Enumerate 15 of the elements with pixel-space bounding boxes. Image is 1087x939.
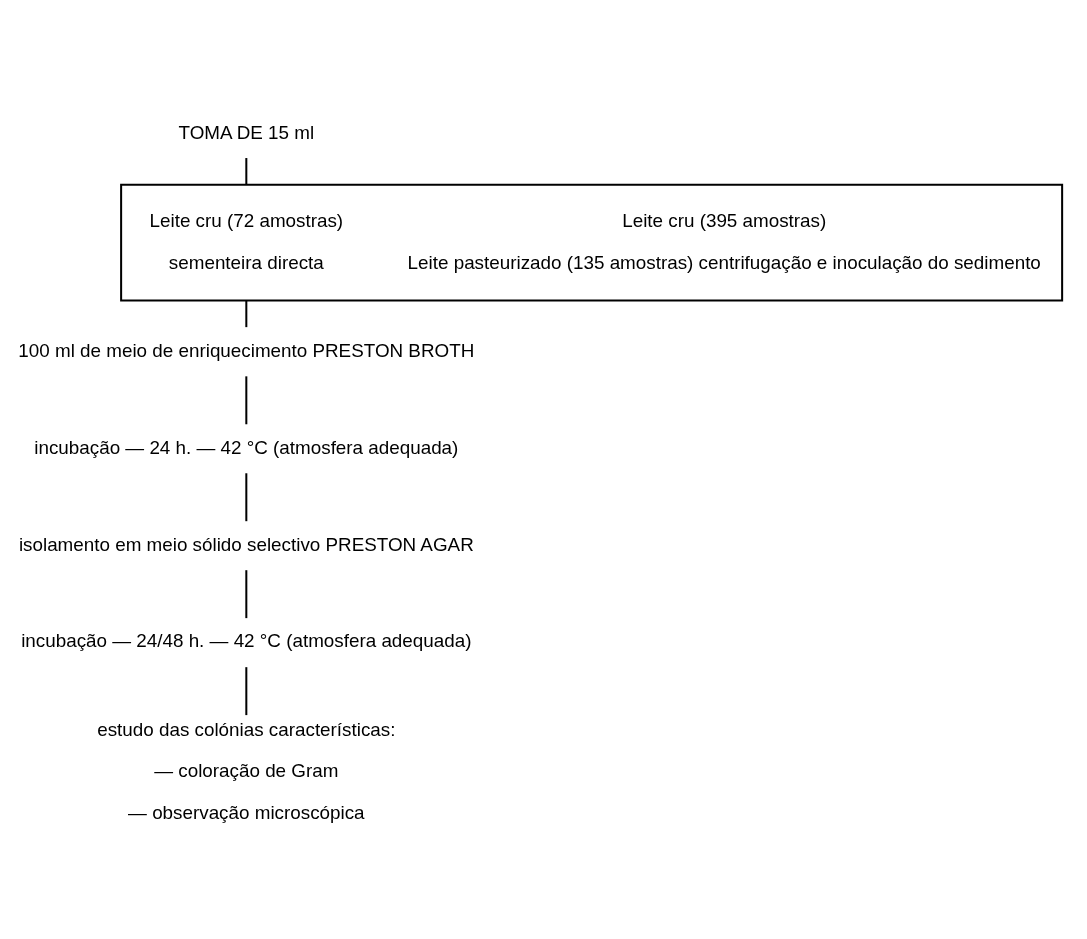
- connector: [245, 300, 248, 328]
- node-text: 100 ml de meio de enriquecimento PRESTON BROTH: [18, 339, 475, 361]
- cluster: [120, 183, 1064, 302]
- connector: [245, 376, 248, 425]
- connector: [245, 473, 248, 522]
- node-text: Leite cru (395 amostras) Leite pasteurizado (135 amostras) centrifugação e inoculação do sedimento: [407, 209, 1041, 273]
- node-text: TOMA DE 15 ml: [178, 121, 315, 143]
- connector: [245, 158, 248, 185]
- connector: [245, 570, 248, 619]
- node-text: incubação — 24/48 h. — 42 °C (atmosfera adequada): [21, 630, 472, 652]
- node-text: estudo das colónias características: — coloração de Gram — observação microscópica: [97, 718, 396, 824]
- node-text: isolamento em meio sólido selectivo PRESTON AGAR: [18, 533, 474, 555]
- node-text: incubação — 24 h. — 42 °C (atmosfera adequada): [34, 436, 459, 458]
- node-text: Leite cru (72 amostras) sementeira directa: [149, 209, 344, 273]
- connector: [245, 667, 248, 716]
